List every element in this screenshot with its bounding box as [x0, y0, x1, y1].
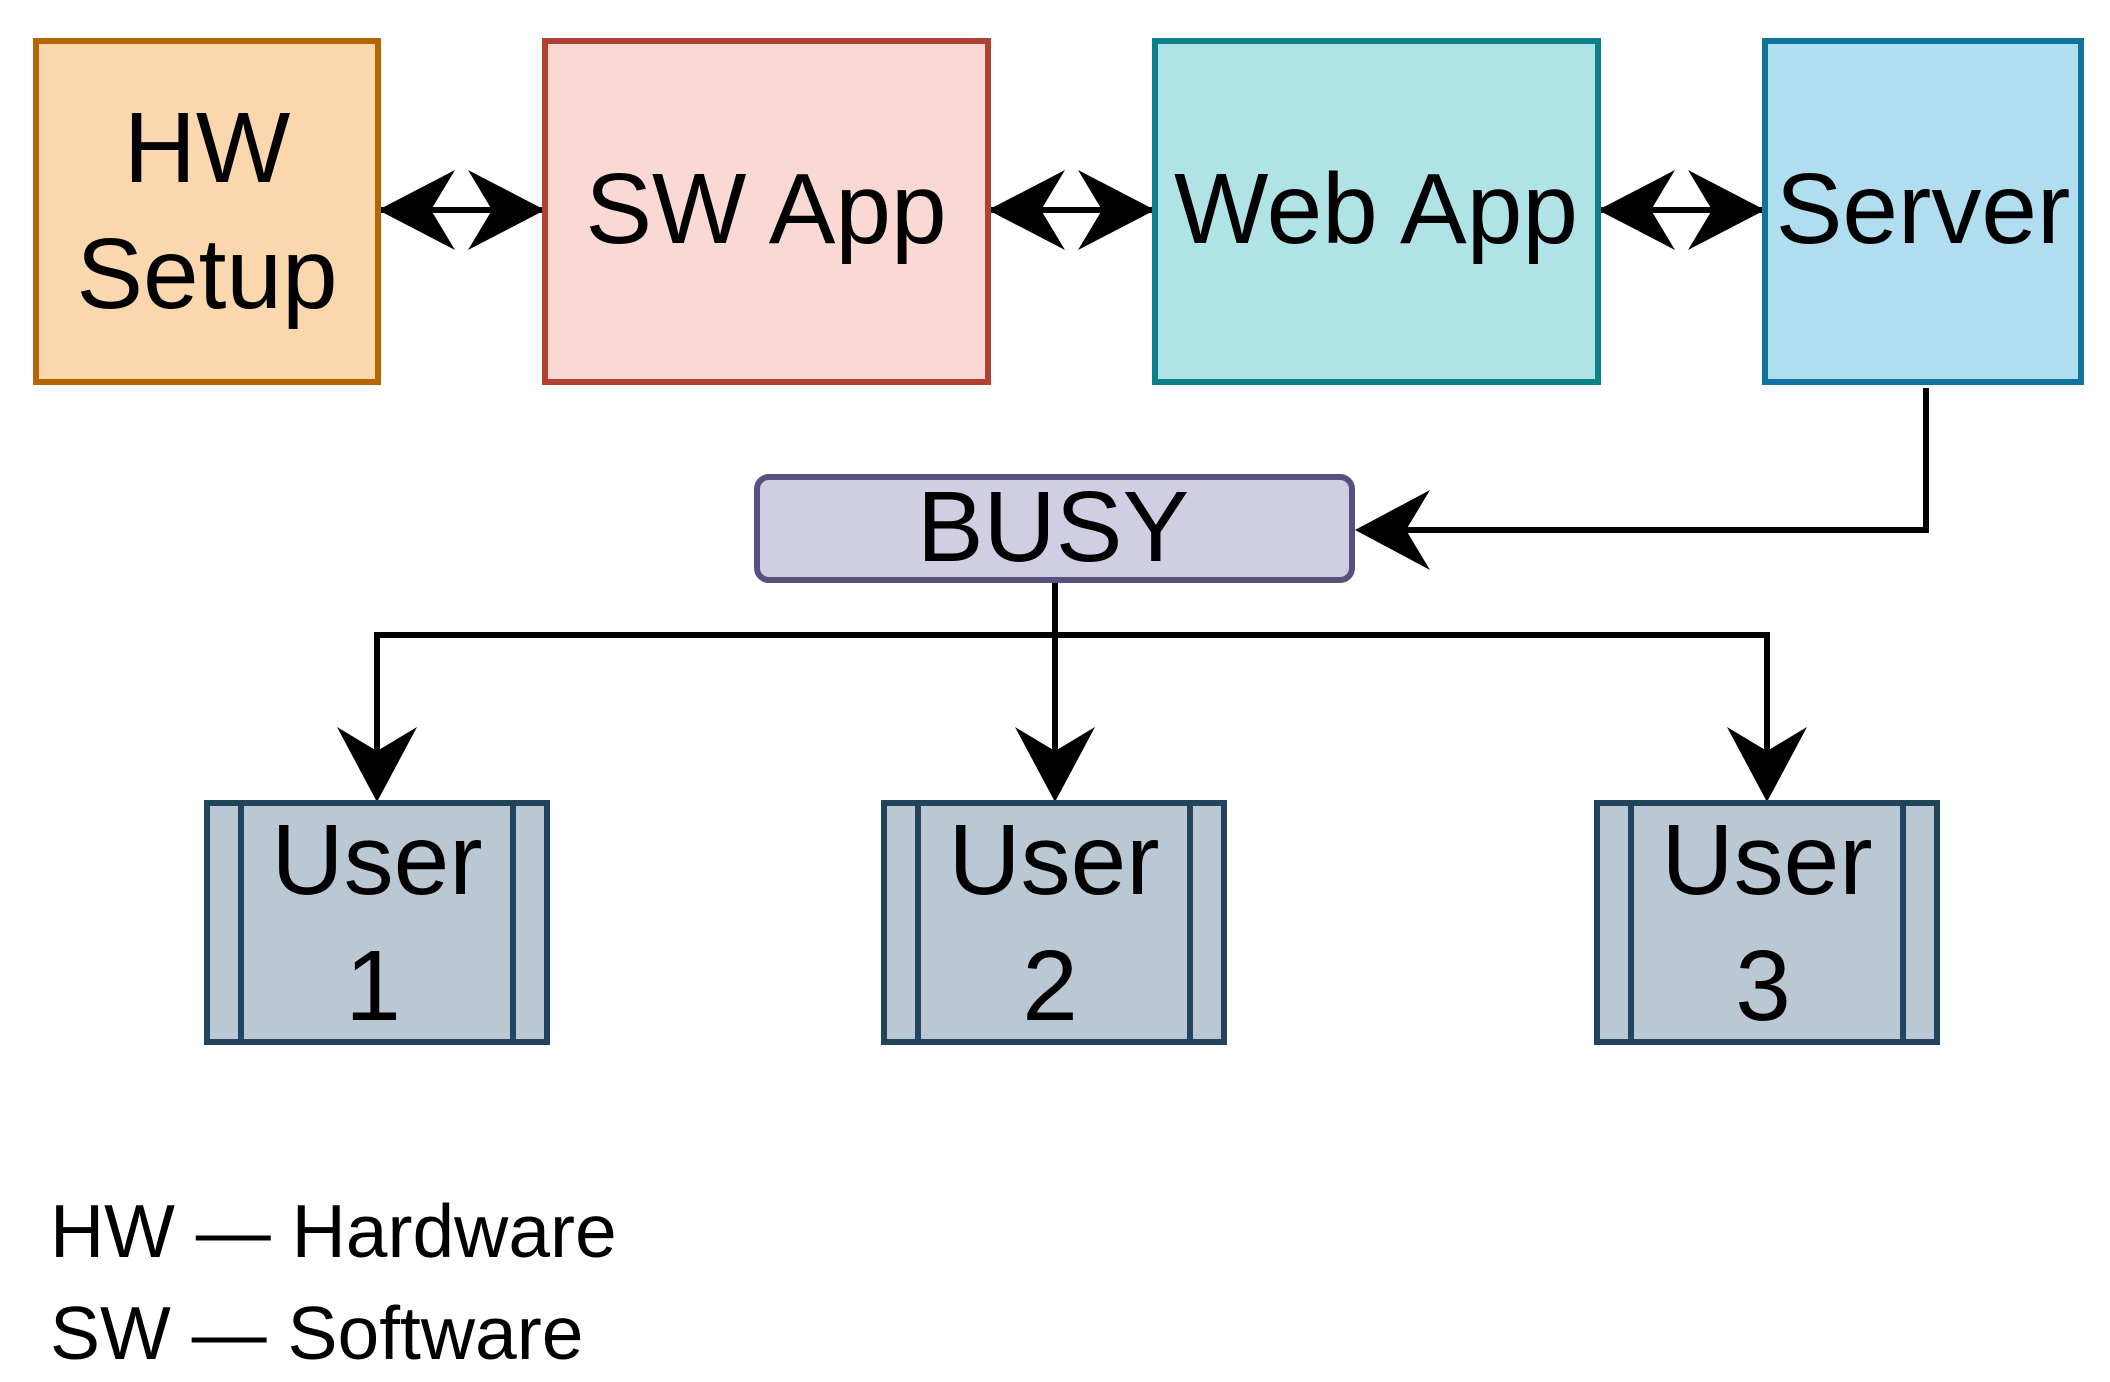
node-busy: BUSY	[754, 471, 1355, 583]
connector-busy-users	[337, 582, 1807, 802]
node-sw-app: SW App	[542, 38, 991, 385]
node-user-3: User 3	[1594, 800, 1940, 1045]
user-3-label-line1: User	[1661, 804, 1872, 916]
web-app-label: Web App	[1174, 153, 1578, 265]
connector-server-busy	[1355, 388, 1929, 570]
user-1-label-line1: User	[271, 804, 482, 916]
user-2-label-line2: 2	[1022, 930, 1078, 1042]
hw-setup-label-line2: Setup	[76, 218, 337, 330]
busy-label: BUSY	[917, 471, 1189, 583]
user-2-label-line1: User	[948, 804, 1159, 916]
node-web-app: Web App	[1152, 38, 1601, 385]
connector-sw-web	[988, 170, 1155, 250]
node-user-2: User 2	[881, 800, 1227, 1045]
legend: HW — Hardware SW — Software	[50, 1189, 617, 1375]
arrowhead-user-2	[1015, 727, 1095, 802]
user-1-label-line2: 1	[345, 930, 401, 1042]
node-user-1: User 1	[204, 800, 550, 1045]
hw-setup-label-line1: HW	[124, 92, 291, 204]
connector-web-server	[1598, 170, 1765, 250]
server-label: Server	[1776, 153, 2071, 265]
user-3-label-line2: 3	[1735, 930, 1791, 1042]
legend-hw: HW — Hardware	[50, 1189, 617, 1273]
connector-hw-sw	[378, 170, 545, 250]
legend-sw: SW — Software	[50, 1291, 583, 1375]
arrowhead-user-1	[337, 727, 417, 802]
arrowhead-user-3	[1727, 727, 1807, 802]
node-server: Server	[1762, 38, 2084, 385]
node-hw-setup: HW Setup	[33, 38, 381, 385]
sw-app-label: SW App	[585, 153, 946, 265]
